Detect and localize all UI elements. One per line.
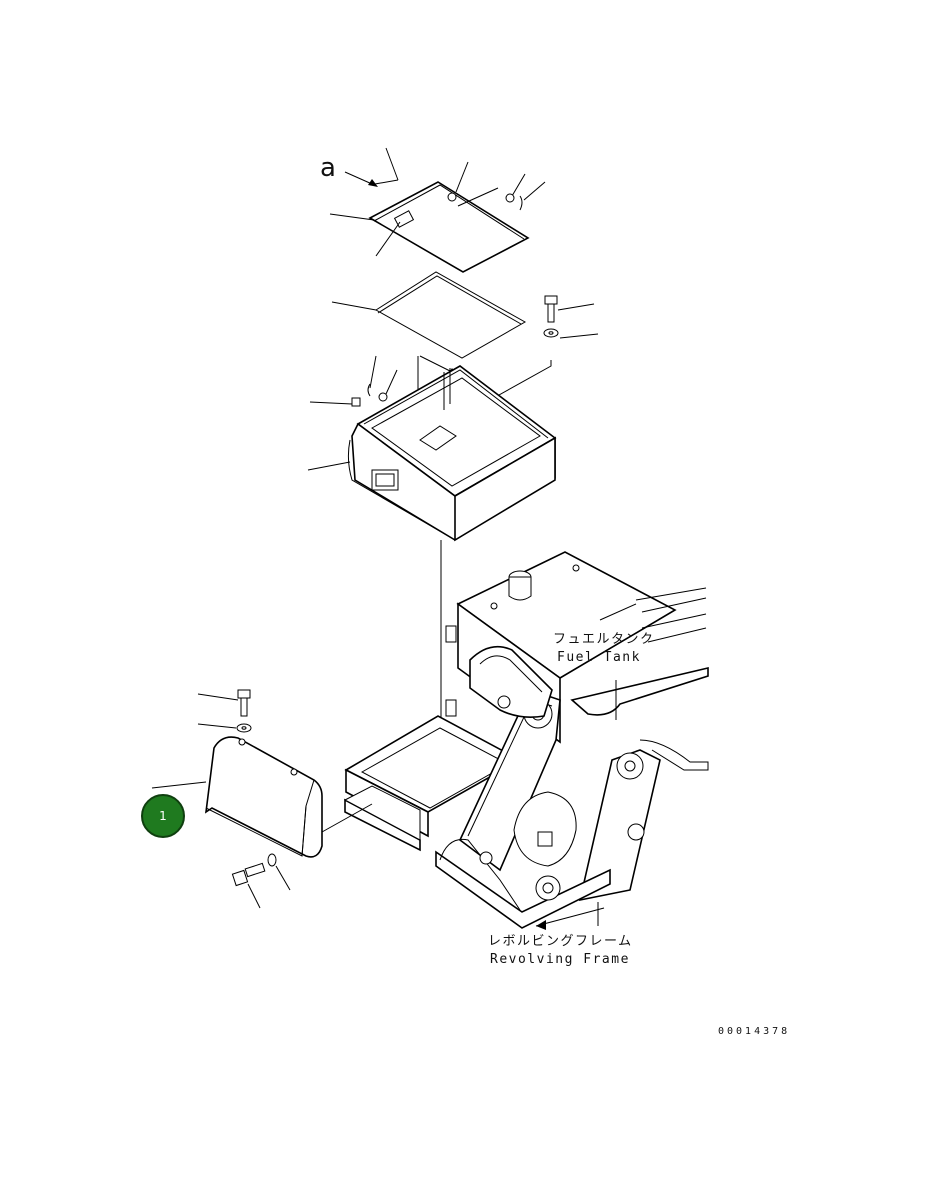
revolving-frame-label-jp: レボルビングフレーム — [488, 934, 633, 949]
bolt-side-bottom — [231, 803, 373, 909]
side-cover — [151, 736, 323, 858]
fuel-tank-label-en: Fuel Tank — [557, 650, 641, 665]
document-number: 00014378 — [718, 1026, 790, 1037]
fuel-tank-label-jp: フュエルタンク — [553, 632, 655, 647]
reference-arrow-top — [344, 171, 378, 187]
storage-box-upper — [347, 365, 557, 542]
bolt-side-top — [197, 689, 252, 733]
fuel-tank — [445, 551, 707, 744]
leader-lines-cover — [329, 147, 546, 257]
revolving-frame-label-en: Revolving Frame — [490, 952, 630, 967]
revolving-frame — [343, 645, 709, 930]
gasket — [331, 271, 527, 359]
reference-mark-top: a — [320, 153, 336, 183]
part-callout-number: 1 — [159, 809, 167, 823]
part-callout-1[interactable]: 1 — [141, 794, 185, 838]
cover-plate — [368, 179, 530, 273]
leader-lines-box — [307, 355, 398, 471]
